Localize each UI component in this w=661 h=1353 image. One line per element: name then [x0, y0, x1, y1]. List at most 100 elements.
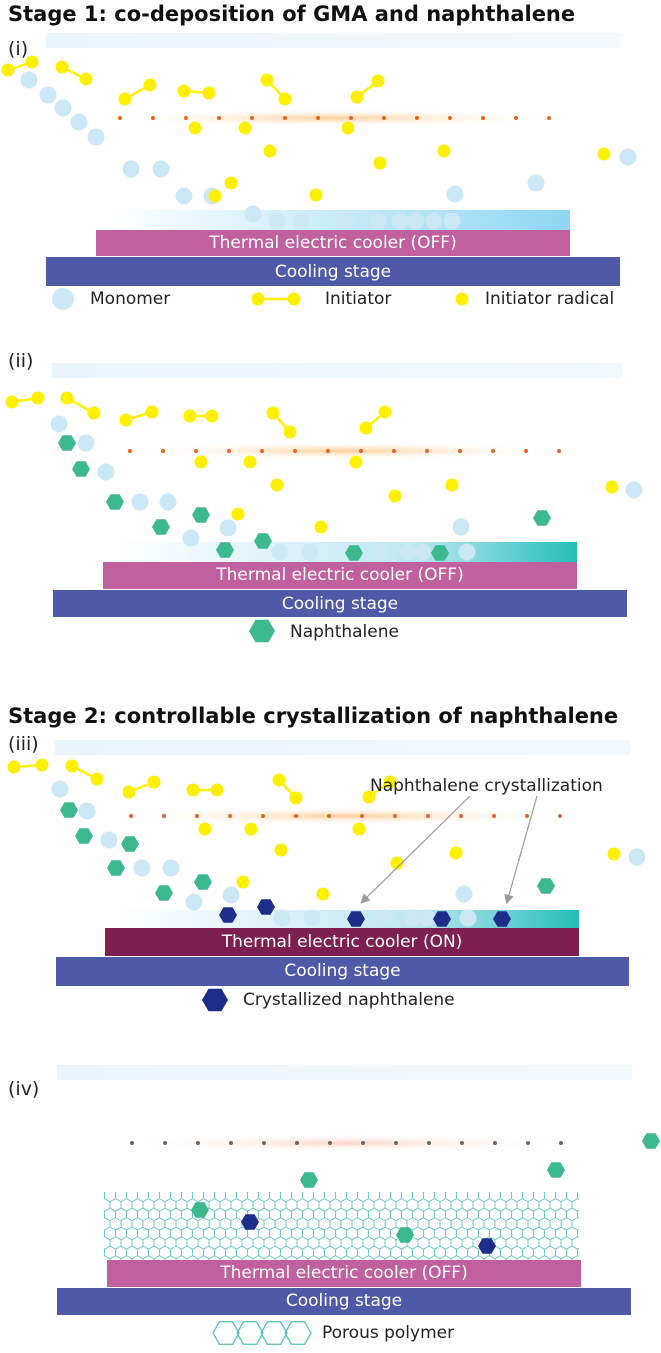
naphthalene-molecule	[431, 545, 449, 561]
filament-dot	[151, 116, 155, 120]
filament-dot	[229, 1141, 233, 1145]
initiator-radical	[605, 480, 619, 494]
monomer-molecule	[376, 909, 394, 927]
monomer-molecule	[219, 519, 237, 537]
panel-i-stage-label: Cooling stage	[274, 262, 392, 282]
legend-porous-polymer-label: Porous polymer	[322, 1323, 455, 1343]
chamber-top	[55, 740, 630, 755]
filament-dot	[228, 814, 232, 818]
panel-ii-cooler	[103, 562, 577, 589]
monomer-molecule	[70, 113, 88, 131]
filament-dot	[557, 449, 561, 453]
initiator-radical	[194, 455, 208, 469]
filament-dot	[382, 116, 386, 120]
initiator-radical	[455, 292, 469, 306]
filament-dot	[261, 814, 265, 818]
filament-dot	[392, 449, 396, 453]
legend-porous-polymer-icon	[212, 1320, 240, 1346]
monomer-molecule	[268, 212, 286, 230]
chamber-top	[52, 363, 622, 378]
naphthalene-molecule	[537, 878, 555, 894]
monomer-molecule	[459, 909, 477, 927]
monomer-molecule	[152, 160, 170, 178]
chamber-top	[57, 1065, 632, 1080]
initiator-radical	[388, 489, 402, 503]
filament-dot	[394, 1141, 398, 1145]
initiator-atom	[287, 292, 301, 306]
initiator-radical	[263, 144, 277, 158]
filament-dot	[328, 1141, 332, 1145]
initiator-atom	[272, 773, 286, 787]
legend-monomer-label: Monomer	[90, 289, 171, 309]
initiator-atom	[147, 775, 161, 789]
initiator-atom	[90, 772, 104, 786]
panel-iv-label: (iv)	[8, 1078, 40, 1100]
initiator-atom	[60, 391, 74, 405]
initiator-atom	[251, 292, 265, 306]
monomer-molecule	[403, 909, 421, 927]
filament-dot	[415, 116, 419, 120]
naphthalene-molecule	[107, 860, 125, 876]
filament-dot	[194, 449, 198, 453]
panel-ii-label: (ii)	[8, 350, 34, 372]
initiator-radical	[445, 478, 459, 492]
naphthalene-molecule	[58, 435, 76, 451]
filament-dot	[361, 1141, 365, 1145]
filament-dot	[524, 449, 528, 453]
filament-dot	[327, 814, 331, 818]
filament-glow	[120, 1134, 573, 1152]
filament-dot	[128, 449, 132, 453]
initiator-radical	[390, 856, 404, 870]
legend-porous-polymer-icon	[260, 1320, 288, 1346]
filament-dot	[130, 1141, 134, 1145]
filament-dot	[460, 1141, 464, 1145]
panel-ii-cooling-stage	[53, 590, 627, 617]
monomer-molecule	[455, 885, 473, 903]
initiator-atom	[31, 391, 45, 405]
legend-initiator-radical-label: Initiator radical	[485, 289, 615, 309]
naphthalene-molecule	[191, 1202, 209, 1218]
crystallized-naphthalene	[478, 1238, 496, 1254]
monomer-molecule	[97, 463, 115, 481]
naphthalene-molecule	[60, 802, 78, 818]
filament-dot	[161, 449, 165, 453]
initiator-atom	[283, 425, 297, 439]
naphthalene-molecule	[300, 1172, 318, 1188]
panel-iii-cooling-stage	[56, 957, 629, 986]
panel-i-label: (i)	[8, 38, 29, 60]
filament-dot	[316, 116, 320, 120]
initiator-atom	[118, 92, 132, 106]
initiator-atom	[145, 405, 159, 419]
initiator-atom	[55, 60, 69, 74]
monomer-molecule	[182, 529, 200, 547]
monomer-molecule	[425, 212, 443, 230]
monomer-molecule	[175, 187, 193, 205]
monomer-molecule	[52, 288, 74, 310]
monomer-molecule	[391, 212, 409, 230]
initiator-radical	[243, 455, 257, 469]
monomer-molecule	[78, 802, 96, 820]
annotation-arrow-1	[360, 795, 471, 904]
panel-ii-cooler-label: Thermal electric cooler (OFF)	[216, 565, 464, 585]
filament-dot	[491, 449, 495, 453]
monomer-molecule	[133, 859, 151, 877]
panel-iv-cooling-stage	[57, 1288, 631, 1315]
filament-dot	[547, 116, 551, 120]
initiator-radical	[238, 121, 252, 135]
initiator-radical	[188, 121, 202, 135]
crystallized-naphthalene	[347, 911, 365, 927]
crystallized-naphthalene	[219, 907, 237, 923]
filament-dot	[359, 449, 363, 453]
legend-porous-polymer-icon	[284, 1320, 312, 1346]
panel-i-cooler-label: Thermal electric cooler (OFF)	[209, 233, 457, 253]
filament-dot	[196, 1141, 200, 1145]
panel-iv-cooler-label: Thermal electric cooler (OFF)	[220, 1263, 468, 1283]
panel-iv-porous-polymer	[104, 1192, 579, 1260]
monomer-molecule	[303, 909, 321, 927]
initiator-atom	[210, 783, 224, 797]
initiator-radical	[349, 455, 363, 469]
panel-iii-cooler-label: Thermal electric cooler (ON)	[221, 932, 463, 952]
filament-dot	[526, 1141, 530, 1145]
initiator-radical	[449, 846, 463, 860]
